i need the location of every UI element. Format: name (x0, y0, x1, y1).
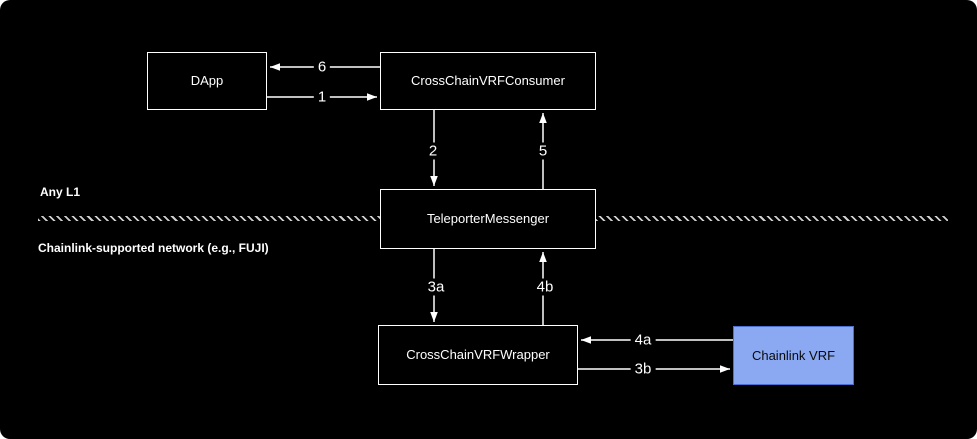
edge-label-6: 6 (313, 58, 331, 76)
edge-label-2: 2 (424, 142, 442, 160)
edge-label-1: 1 (313, 88, 331, 106)
node-crosschainvrfconsumer: CrossChainVRFConsumer (380, 52, 596, 110)
node-dapp: DApp (147, 52, 267, 110)
edge-label-3a: 3a (423, 278, 449, 296)
region-label-chainlink-network: Chainlink-supported network (e.g., FUJI) (38, 241, 269, 255)
node-chainlink-vrf: Chainlink VRF (733, 326, 854, 385)
edge-label-3b: 3b (630, 360, 656, 378)
region-label-any-l1: Any L1 (40, 185, 81, 199)
node-chainlink-vrf-label: Chainlink VRF (751, 347, 836, 363)
node-crosschainvrfconsumer-label: CrossChainVRFConsumer (411, 73, 565, 89)
node-teleportermessenger-label: TeleporterMessenger (426, 211, 550, 227)
edge-label-4a: 4a (630, 331, 656, 349)
edge-label-5: 5 (534, 142, 552, 160)
node-crosschainvrfwrapper-label: CrossChainVRFWrapper (406, 347, 550, 363)
node-crosschainvrfwrapper: CrossChainVRFWrapper (378, 325, 578, 385)
node-dapp-label: DApp (190, 73, 224, 89)
node-teleportermessenger: TeleporterMessenger (380, 189, 596, 249)
edge-label-4b: 4b (532, 278, 558, 296)
